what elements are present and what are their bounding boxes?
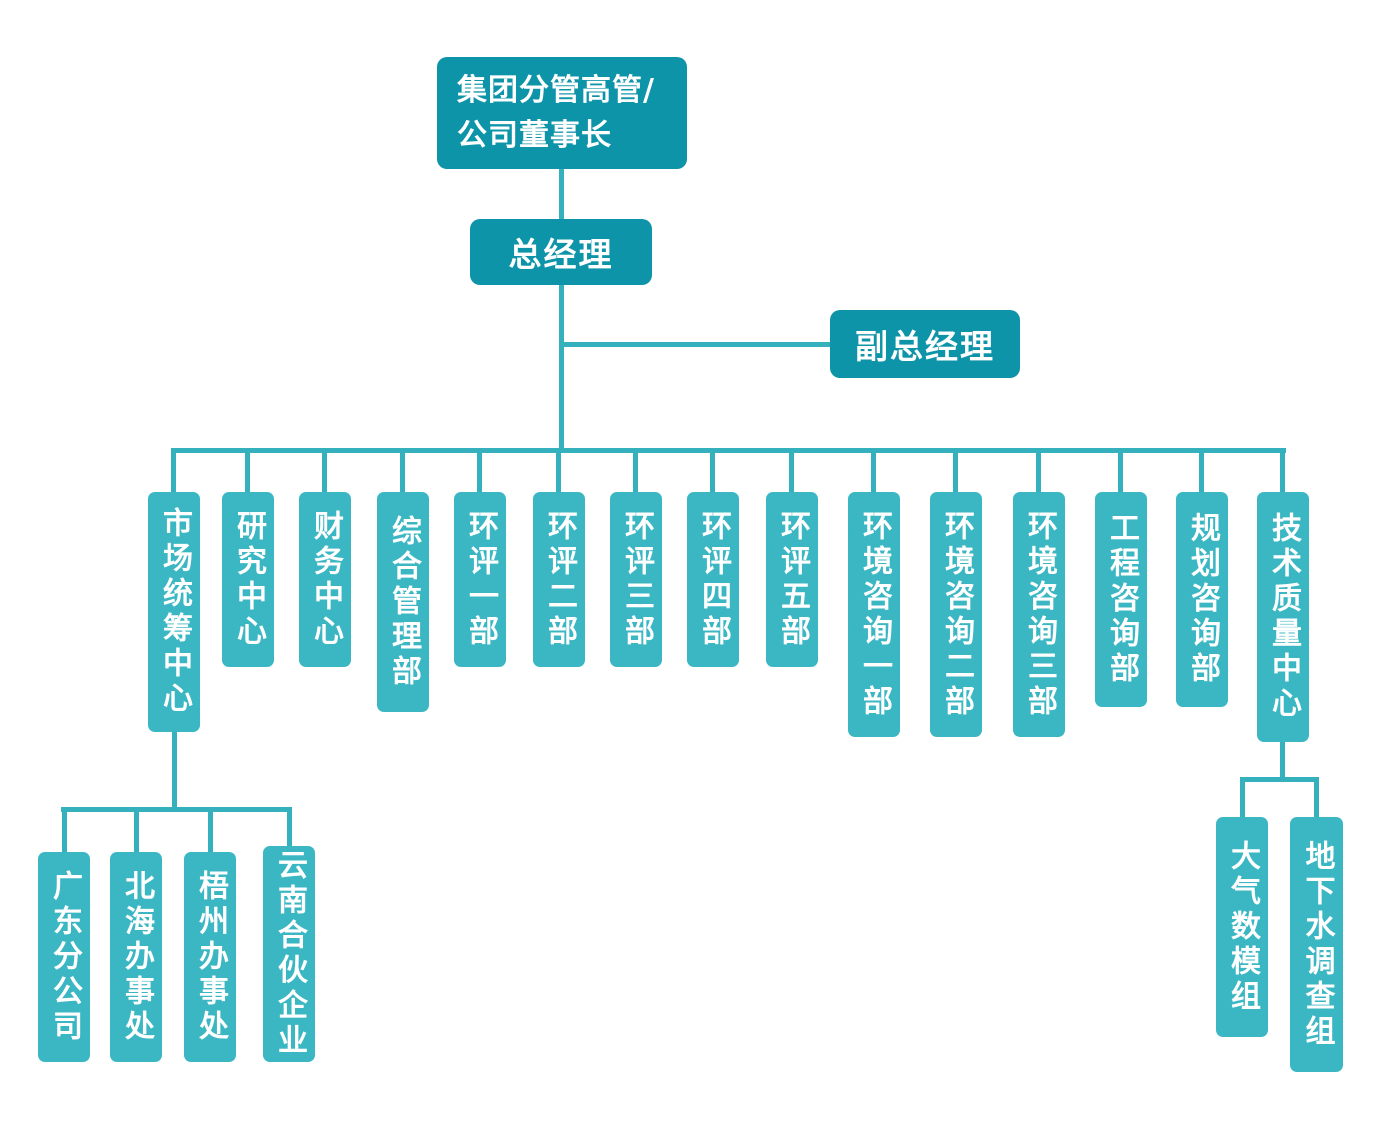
node-branch-beihai: 北海办事处 [110,852,162,1062]
node-group-groundwater-survey: 地下水调查组 [1290,817,1343,1072]
connector-line [1240,777,1319,782]
connector-line [62,807,67,855]
node-deputy-general-manager: 副总经理 [830,310,1020,378]
connector-line [633,448,638,495]
node-dept-env-consulting-3: 环境咨询三部 [1013,492,1065,737]
connector-line [171,448,176,495]
connector-line [208,807,213,855]
node-dept-eia-2: 环评二部 [533,492,585,667]
node-chairman: 集团分管高管/ 公司董事长 [437,57,687,169]
node-branch-wuzhou: 梧州办事处 [184,852,236,1062]
node-dept-eia-5: 环评五部 [766,492,818,667]
connector-line [61,807,292,812]
node-branch-yunnan: 云南合伙企业 [263,846,315,1062]
connector-line [1314,777,1319,820]
node-dept-env-consulting-1: 环境咨询一部 [848,492,900,737]
connector-line [789,448,794,495]
connector-line [477,448,482,495]
node-dept-engineering-consulting: 工程咨询部 [1095,492,1147,707]
node-dept-eia-4: 环评四部 [687,492,739,667]
connector-line [172,730,177,812]
node-dept-planning-consulting: 规划咨询部 [1176,492,1228,707]
node-dept-eia-1: 环评一部 [454,492,506,667]
node-dept-research-center: 研究中心 [222,492,274,667]
connector-line [322,448,327,495]
connector-line [1036,448,1041,495]
connector-line [245,448,250,495]
connector-line [559,342,830,347]
connector-line [1280,448,1285,495]
connector-line [559,168,564,222]
connector-line [400,448,405,495]
connector-line [556,448,561,495]
connector-line [559,283,564,453]
node-group-atmospheric-model: 大气数模组 [1216,817,1268,1037]
connector-line [1199,448,1204,495]
node-dept-general-admin: 综合管理部 [377,492,429,712]
connector-line [710,448,715,495]
node-general-manager: 总经理 [470,219,652,285]
connector-line [172,448,1286,453]
node-dept-eia-3: 环评三部 [610,492,662,667]
connector-line [1240,777,1245,820]
node-branch-guangdong: 广东分公司 [38,852,90,1062]
connector-line [287,807,292,849]
connector-line [134,807,139,855]
connector-line [871,448,876,495]
node-dept-env-consulting-2: 环境咨询二部 [930,492,982,737]
connector-line [1280,740,1285,782]
connector-line [953,448,958,495]
connector-line [1118,448,1123,495]
node-dept-tech-quality-center: 技术质量中心 [1257,492,1309,742]
node-dept-finance-center: 财务中心 [299,492,351,667]
node-dept-market-center: 市场统筹中心 [148,492,200,732]
